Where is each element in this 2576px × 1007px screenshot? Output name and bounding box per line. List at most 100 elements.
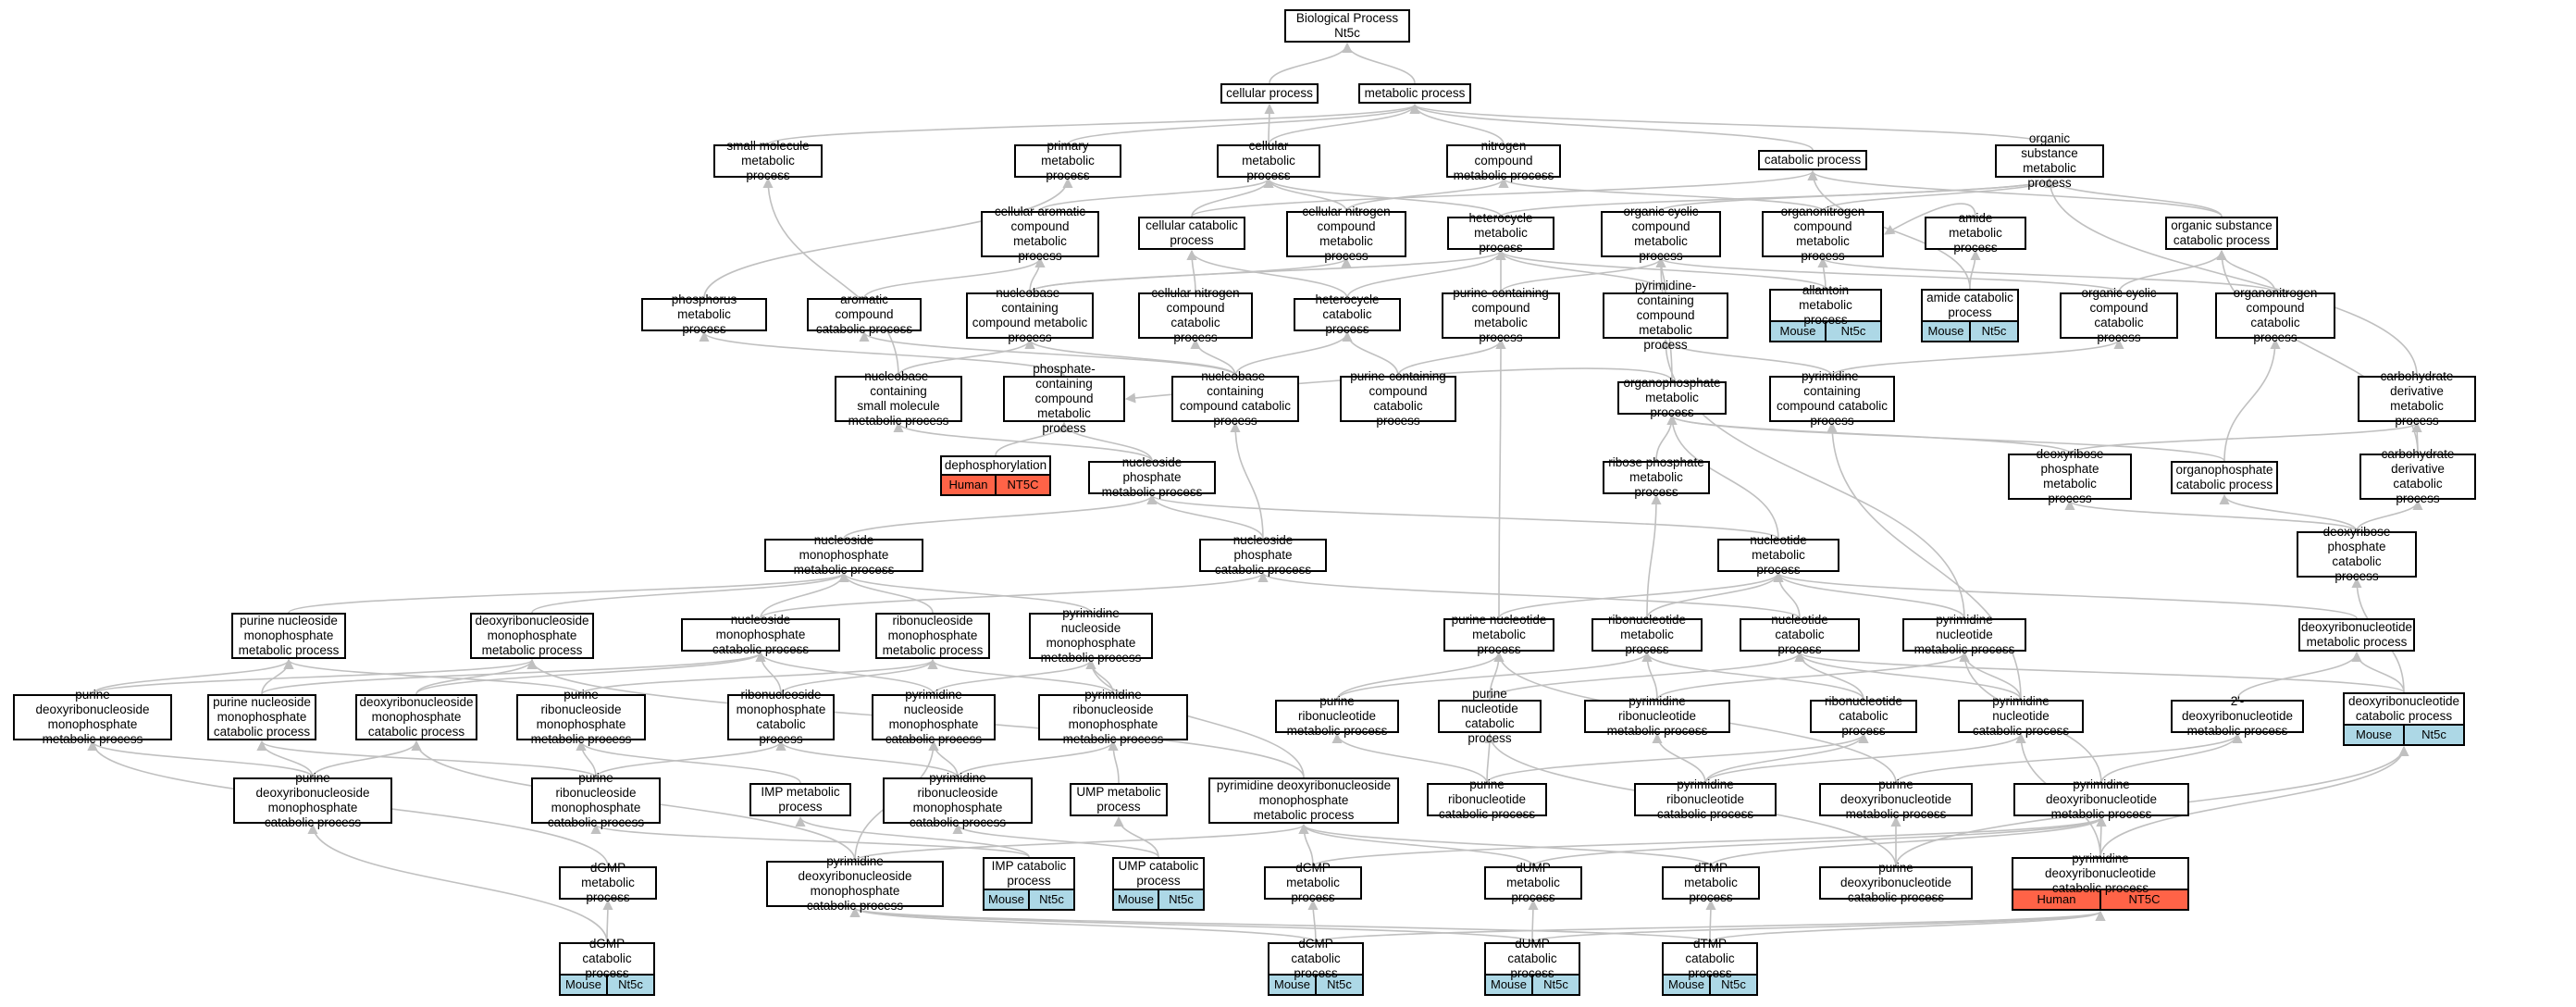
node-pyrimidine-nucleotide-catabolic[interactable]: pyrimidine nucleotide catabolic process (1958, 694, 2084, 738)
node-deoxyribonucleoside-monophosphate-metabolic[interactable]: deoxyribonucleoside monophosphate metabo… (470, 613, 594, 659)
node-ribonucleoside-monophosphate-metabolic[interactable]: ribonucleoside monophosphate metabolic p… (875, 613, 990, 659)
node-purine-ribonucleotide-metabolic[interactable]: purine ribonucleotide metabolic process (1275, 694, 1399, 738)
node-organophosphate-metabolic[interactable]: organophosphate metabolic process (1617, 376, 1727, 419)
node-dgmp-metabolic[interactable]: dGMP metabolic process (559, 861, 657, 904)
node-dtmp-metabolic[interactable]: dTMP metabolic process (1662, 861, 1760, 904)
node-ribose-phosphate-metabolic[interactable]: ribose phosphate metabolic process (1603, 455, 1710, 499)
node-organic-substance-catabolic[interactable]: organic substance catabolic process (2165, 217, 2278, 250)
node-label: dGMP metabolic process (581, 861, 635, 904)
node-organic-substance-metabolic[interactable]: organic substance metabolic process (1995, 131, 2104, 190)
edge-purdeoxynucmonomet-to-purnucmonomet (92, 658, 294, 695)
node-phosphate-containing-compound-metabolic[interactable]: phosphate-containing compound metabolic … (1003, 362, 1125, 435)
node-dcmp-metabolic[interactable]: dCMP metabolic process (1264, 861, 1362, 904)
node-carbohydrate-derivative-metabolic[interactable]: carbohydrate derivative metabolic proces… (2358, 369, 2476, 428)
node-deoxyribose-phosphate-metabolic[interactable]: deoxyribose phosphate metabolic process (2008, 447, 2132, 505)
node-label: pyrimidine nucleoside monophosphate cata… (885, 688, 983, 746)
node-pyrimidine-nucleoside-monophosphate-metabolic[interactable]: pyrimidine nucleoside monophosphate meta… (1029, 606, 1153, 665)
node-phosphorus-metabolic[interactable]: phosphorus metabolic process (641, 292, 767, 336)
node-dump-metabolic[interactable]: dUMP metabolic process (1484, 861, 1582, 904)
node-organic-cyclic-compound-metabolic[interactable]: organic cyclic compound metabolic proces… (1601, 205, 1721, 263)
node-2-deoxyribonucleotide-metabolic[interactable]: 2'-deoxyribonucleotide metabolic process (2171, 694, 2304, 738)
node-purine-deoxyribonucleoside-monophosphate-catabolic[interactable]: purine deoxyribonucleoside monophosphate… (233, 771, 392, 829)
node-amide-metabolic[interactable]: amide metabolic process (1925, 211, 2026, 255)
node-ribonucleoside-monophosphate-catabolic[interactable]: ribonucleoside monophosphate catabolic p… (727, 688, 835, 746)
node-organonitrogen-compound-metabolic[interactable]: organonitrogen compound metabolic proces… (1762, 205, 1884, 263)
node-heterocycle-metabolic[interactable]: heterocycle metabolic process (1447, 211, 1554, 255)
edge-amidecat-to-amidemet (1969, 249, 1981, 290)
node-small-molecule-metabolic[interactable]: small molecule metabolic process (713, 139, 823, 182)
node-ump-metabolic[interactable]: UMP metabolic process (1070, 783, 1168, 816)
node-pyrimidine-nucleoside-monophosphate-catabolic[interactable]: pyrimidine nucleoside monophosphate cata… (872, 688, 996, 746)
edge-umpcat-to-ump (1113, 815, 1159, 858)
node-nucleoside-monophosphate-catabolic[interactable]: nucleoside monophosphate catabolic proce… (681, 613, 840, 656)
node-purine-nucleotide-catabolic[interactable]: purine nucleotide catabolic process (1438, 687, 1542, 745)
node-pyrimidine-containing-compound-metabolic[interactable]: pyrimidine-containing compound metabolic… (1603, 279, 1728, 352)
node-pyrimidine-ribonucleoside-monophosphate-catabolic[interactable]: pyrimidine ribonucleoside monophosphate … (883, 771, 1033, 829)
node-pyrimidine-deoxyribonucleotide-metabolic[interactable]: pyrimidine deoxyribonucleotide metabolic… (2013, 777, 2189, 821)
node-cellular-aromatic-compound-metabolic[interactable]: cellular aromatic compound metabolic pro… (981, 205, 1099, 263)
node-organophosphate-catabolic[interactable]: organophosphate catabolic process (2171, 461, 2278, 494)
node-catabolic-process[interactable]: catabolic process (1758, 150, 1867, 170)
edge-cellmet-to-metabolic (1268, 103, 1420, 145)
node-pyrimidine-ribonucleotide-catabolic[interactable]: pyrimidine ribonucleotide catabolic proc… (1634, 777, 1777, 821)
node-cellular-nitrogen-compound-metabolic[interactable]: cellular nitrogen compound metabolic pro… (1286, 205, 1406, 263)
node-nucleobase-containing-small-molecule-metabolic[interactable]: nucleobase-containing small molecule met… (835, 369, 962, 428)
node-purine-nucleotide-metabolic[interactable]: purine nucleotide metabolic process (1443, 613, 1554, 656)
node-purine-deoxyribonucleoside-monophosphate-metabolic[interactable]: purine deoxyribonucleoside monophosphate… (13, 688, 172, 746)
node-carbohydrate-derivative-catabolic[interactable]: carbohydrate derivative catabolic proces… (2359, 447, 2476, 505)
node-nucleotide-catabolic[interactable]: nucleotide catabolic process (1740, 613, 1860, 656)
node-purine-ribonucleoside-monophosphate-metabolic[interactable]: purine ribonucleoside monophosphate meta… (516, 688, 646, 746)
node-imp-metabolic[interactable]: IMP metabolic process (749, 783, 851, 816)
node-purine-ribonucleoside-monophosphate-catabolic[interactable]: purine ribonucleoside monophosphate cata… (531, 771, 661, 829)
node-pyrimidine-nucleotide-metabolic[interactable]: pyrimidine nucleotide metabolic process (1902, 613, 2026, 656)
node-nucleobase-containing-compound-metabolic[interactable]: nucleobase-containing compound metabolic… (966, 286, 1094, 344)
node-organonitrogen-compound-catabolic[interactable]: organonitrogen compound catabolic proces… (2215, 286, 2335, 344)
node-purine-deoxyribonucleotide-catabolic[interactable]: purine deoxyribonucleotide catabolic pro… (1819, 861, 1973, 904)
node-nucleoside-monophosphate-metabolic[interactable]: nucleoside monophosphate metabolic proce… (764, 533, 923, 577)
node-ribonucleotide-metabolic[interactable]: ribonucleotide metabolic process (1591, 613, 1703, 656)
node-purine-containing-compound-metabolic[interactable]: purine-containing compound metabolic pro… (1442, 286, 1560, 344)
node-nucleoside-phosphate-catabolic[interactable]: nucleoside phosphate catabolic process (1199, 533, 1327, 577)
node-pyrimidine-containing-compound-catabolic[interactable]: pyrimidine-containing compound catabolic… (1769, 369, 1895, 428)
node-purine-containing-compound-catabolic[interactable]: purine-containing compound catabolic pro… (1340, 369, 1456, 428)
node-biological-process[interactable]: Biological Process Nt5c (1284, 9, 1410, 43)
node-deoxyribonucleotide-metabolic[interactable]: deoxyribonucleotide metabolic process (2298, 618, 2415, 652)
node-purine-ribonucleotide-catabolic[interactable]: purine ribonucleotide catabolic process (1427, 777, 1547, 821)
node-organic-cyclic-compound-catabolic[interactable]: organic cyclic compound catabolic proces… (2060, 286, 2178, 344)
node-deoxyribose-phosphate-catabolic[interactable]: deoxyribose phosphate catabolic process (2297, 525, 2417, 583)
node-pyrimidine-ribonucleotide-metabolic[interactable]: pyrimidine ribonucleotide metabolic proc… (1584, 694, 1730, 738)
node-pyrimidine-ribonucleoside-monophosphate-metabolic[interactable]: pyrimidine ribonucleoside monophosphate … (1038, 688, 1188, 746)
node-cellular-metabolic[interactable]: cellular metabolic process (1217, 139, 1320, 182)
node-purine-nucleoside-monophosphate-catabolic[interactable]: purine nucleoside monophosphate cataboli… (207, 694, 316, 740)
node-cellular-nitrogen-compound-catabolic[interactable]: cellular nitrogen compound catabolic pro… (1138, 286, 1253, 344)
node-purine-nucleoside-monophosphate-metabolic[interactable]: purine nucleoside monophosphate metaboli… (231, 613, 346, 659)
node-nucleotide-metabolic[interactable]: nucleotide metabolic process (1717, 533, 1839, 577)
node-heterocycle-catabolic[interactable]: heterocycle catabolic process (1294, 292, 1401, 336)
node-pyrimidine-deoxyribonucleotide-catabolic[interactable]: pyrimidine deoxyribonucleotide catabolic… (2012, 852, 2189, 911)
node-ribonucleotide-catabolic[interactable]: ribonucleotide catabolic process (1810, 694, 1917, 738)
node-nucleoside-phosphate-metabolic[interactable]: nucleoside phosphate metabolic process (1088, 455, 1216, 499)
node-aromatic-compound-catabolic[interactable]: aromatic compound catabolic process (807, 292, 922, 336)
node-nitrogen-compound-metabolic[interactable]: nitrogen compound metabolic process (1446, 139, 1561, 182)
node-pyrimidine-deoxyribonucleoside-monophosphate-catabolic[interactable]: pyrimidine deoxyribonucleoside monophosp… (766, 854, 944, 913)
node-cellular-catabolic[interactable]: cellular catabolic process (1138, 217, 1245, 250)
node-metabolic-process[interactable]: metabolic process (1358, 83, 1471, 104)
node-primary-metabolic[interactable]: primary metabolic process (1014, 139, 1121, 182)
node-pyrimidine-deoxyribonucleoside-monophosphate-metabolic[interactable]: pyrimidine deoxyribonucleoside monophosp… (1208, 777, 1399, 824)
edge-nucphosmet-to-phoscont (1059, 421, 1153, 462)
node-nucleobase-containing-compound-catabolic[interactable]: nucleobase-containing compound catabolic… (1171, 369, 1299, 428)
node-deoxyribonucleoside-monophosphate-catabolic[interactable]: deoxyribonucleoside monophosphate catabo… (355, 694, 477, 740)
node-cellular-process[interactable]: cellular process (1220, 83, 1319, 104)
node-purine-deoxyribonucleotide-metabolic[interactable]: purine deoxyribonucleotide metabolic pro… (1819, 777, 1973, 821)
node-label: nucleoside phosphate metabolic process (1101, 455, 1203, 499)
